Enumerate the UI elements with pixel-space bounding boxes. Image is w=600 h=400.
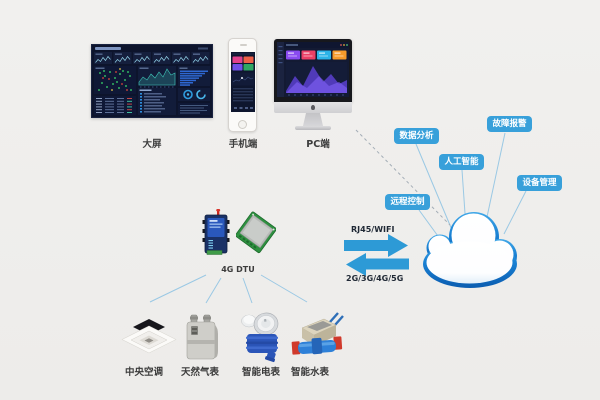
- cloud-to-tag-lines: [415, 132, 527, 244]
- feature-tag-data-analysis: 数据分析: [394, 128, 439, 144]
- dtu-device-icon: [202, 209, 230, 255]
- uplink-label: RJ45/WIFI: [351, 225, 395, 234]
- dashboard-graphic: [92, 45, 212, 117]
- phone-home-button: [238, 120, 247, 129]
- pc-label: PC端: [306, 139, 330, 150]
- phone-screen: [231, 52, 255, 112]
- pc-monitor: [274, 39, 352, 102]
- big-screen-device: [91, 44, 213, 118]
- feature-tag-fault-alarm: 故障报警: [487, 116, 532, 132]
- big-screen-label: 大屏: [142, 139, 162, 150]
- dtu-label: 4G DTU: [221, 265, 255, 274]
- phone-speaker: [240, 44, 247, 46]
- feature-tag-remote-control: 远程控制: [385, 194, 430, 210]
- uplink-arrow-icon: [344, 234, 408, 257]
- gas-meter-label: 天然气表: [180, 367, 219, 378]
- pc-base: [295, 126, 331, 130]
- electric-meter-label: 智能电表: [241, 367, 280, 378]
- pc-screen: [277, 42, 349, 97]
- dtu-to-devices-lines: [149, 274, 308, 304]
- phone-device: [228, 38, 257, 132]
- downlink-arrow-icon: [346, 253, 409, 276]
- central-ac-label: 中央空调: [124, 367, 163, 378]
- pc-stand: [303, 113, 323, 126]
- electric-meter-icon: [241, 312, 279, 363]
- feature-tag-device-management: 设备管理: [517, 175, 562, 191]
- pcb-module-icon: [236, 211, 276, 254]
- cloud-icon: [423, 212, 517, 288]
- water-meter-label: 智能水表: [290, 367, 329, 378]
- central-ac-icon: [121, 319, 177, 354]
- downlink-label: 2G/3G/4G/5G: [346, 274, 404, 283]
- gas-meter-icon: [186, 314, 218, 360]
- feature-tag-ai: 人工智能: [439, 154, 484, 170]
- apple-logo-icon: [311, 105, 315, 110]
- mobile-label: 手机端: [228, 139, 258, 150]
- pc-chin: [274, 102, 352, 113]
- water-meter-icon: [291, 312, 344, 355]
- pc-to-cloud-dashed-line: [355, 129, 451, 226]
